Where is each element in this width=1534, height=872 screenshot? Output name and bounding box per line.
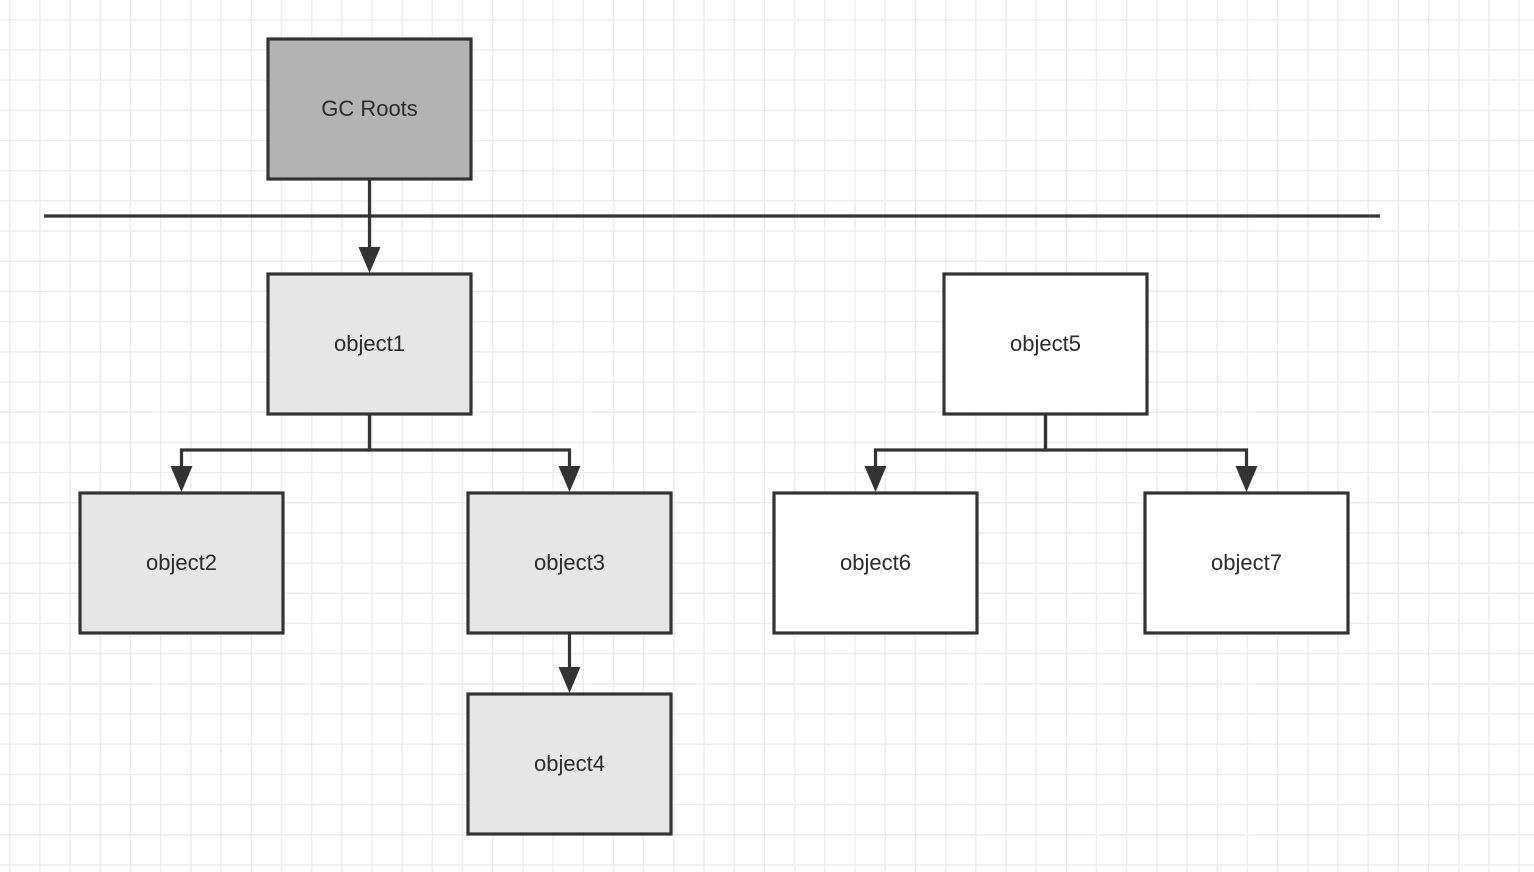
node-label-object7: object7	[1211, 550, 1282, 575]
node-label-object2: object2	[146, 550, 217, 575]
node-label-object5: object5	[1010, 331, 1081, 356]
node-object6[interactable]: object6	[772, 491, 979, 635]
node-object1[interactable]: object1	[266, 272, 473, 416]
node-label-object6: object6	[840, 550, 911, 575]
node-label-object3: object3	[534, 550, 605, 575]
node-object2[interactable]: object2	[78, 491, 285, 635]
edge-object5-to-object6	[864, 414, 1048, 492]
edge-object3-to-object4	[558, 633, 581, 693]
edge-object1-to-object2	[170, 414, 372, 492]
node-label-gc-roots: GC Roots	[321, 96, 418, 121]
edge-object5-to-object7	[1043, 414, 1258, 492]
node-label-object4: object4	[534, 751, 605, 776]
node-object7[interactable]: object7	[1143, 491, 1350, 635]
node-object4[interactable]: object4	[466, 692, 673, 836]
node-object5[interactable]: object5	[942, 272, 1149, 416]
node-object3[interactable]: object3	[466, 491, 673, 635]
node-label-object1: object1	[334, 331, 405, 356]
edge-object1-to-object3	[367, 414, 581, 492]
edge-gcroots-to-object1	[358, 179, 381, 273]
node-gc-roots[interactable]: GC Roots	[266, 37, 473, 181]
